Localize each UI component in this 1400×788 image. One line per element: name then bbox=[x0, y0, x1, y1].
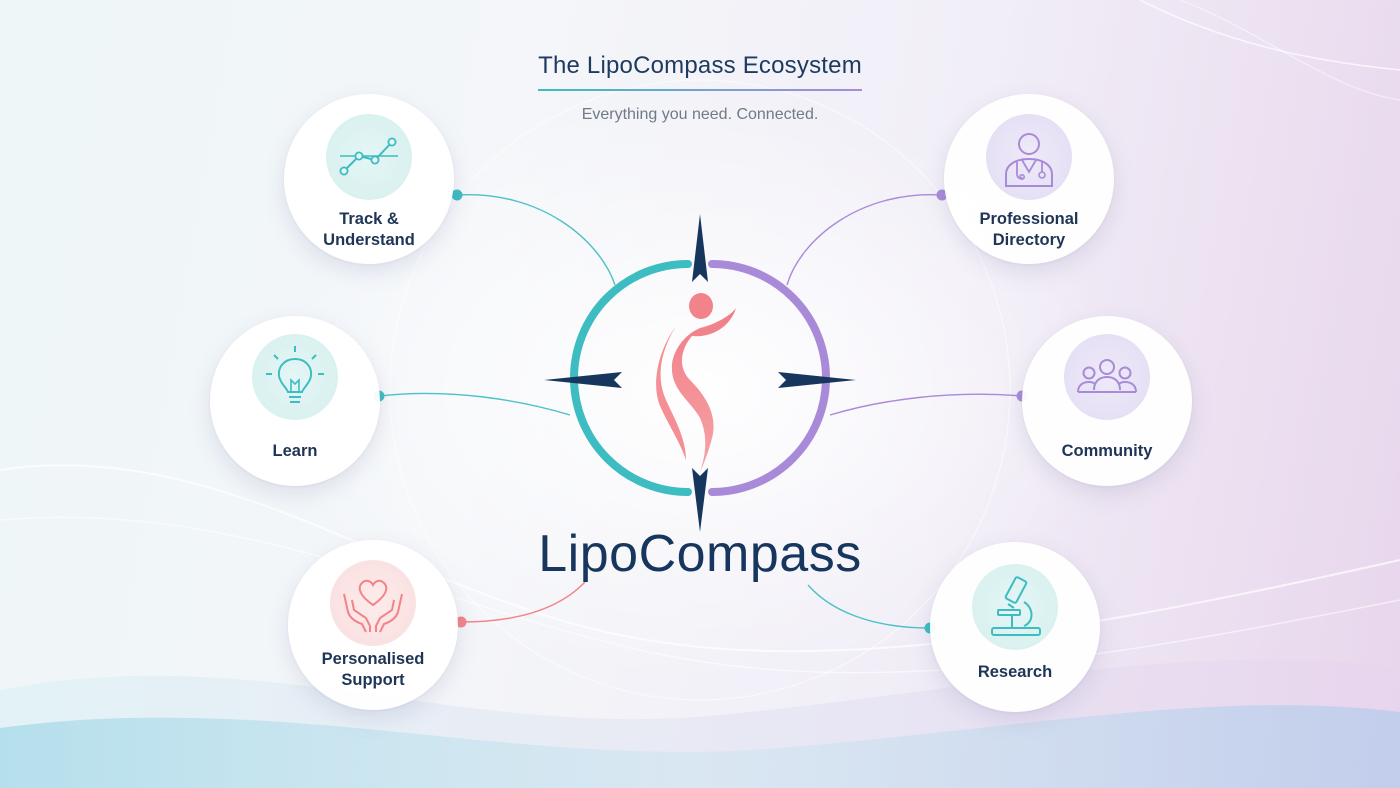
node-learn[interactable]: Learn bbox=[210, 316, 380, 486]
node-personalised-support[interactable]: Personalised Support bbox=[288, 540, 458, 710]
connector-community bbox=[829, 393, 1023, 416]
node-label: Research bbox=[938, 662, 1092, 683]
diagram-subtitle: Everything you need. Connected. bbox=[581, 106, 819, 123]
people-group-icon bbox=[1064, 334, 1150, 420]
node-label: Community bbox=[1030, 441, 1184, 462]
connector-dot-track bbox=[451, 189, 463, 201]
title-underline bbox=[538, 89, 862, 91]
connector-dot-support bbox=[455, 616, 467, 628]
node-professional-directory[interactable]: Professional Directory bbox=[944, 94, 1114, 264]
lightbulb-icon bbox=[252, 334, 338, 420]
brand-wordmark: LipoCompass bbox=[538, 525, 862, 583]
compass-point-south bbox=[692, 468, 708, 532]
diagram-title: The LipoCompass Ecosystem bbox=[538, 52, 862, 79]
node-label: Personalised Support bbox=[296, 649, 450, 691]
node-track-understand[interactable]: Track & Understand bbox=[284, 94, 454, 264]
doctor-icon bbox=[986, 114, 1072, 200]
connector-learn bbox=[378, 392, 571, 416]
node-label-line: Learn bbox=[272, 442, 318, 460]
line-chart-icon bbox=[326, 114, 412, 200]
compass-point-east bbox=[778, 372, 856, 388]
node-label-line: Directory bbox=[992, 231, 1066, 249]
connector-directory bbox=[786, 194, 943, 286]
figure-icon bbox=[656, 293, 736, 472]
node-label-line: Professional bbox=[979, 210, 1079, 228]
node-research[interactable]: Research bbox=[930, 542, 1100, 712]
connector-research bbox=[807, 584, 931, 629]
node-label-line: Understand bbox=[323, 231, 415, 249]
node-label-line: Community bbox=[1061, 442, 1153, 460]
node-label: Learn bbox=[218, 441, 372, 462]
node-label-line: Support bbox=[341, 671, 405, 689]
compass-logo bbox=[544, 214, 856, 532]
node-label-line: Track & bbox=[339, 210, 399, 228]
connector-support bbox=[460, 581, 586, 623]
node-community[interactable]: Community bbox=[1022, 316, 1192, 486]
connector-track bbox=[456, 194, 616, 286]
hands-heart-icon bbox=[330, 560, 416, 646]
node-label-line: Personalised bbox=[321, 650, 425, 668]
microscope-icon bbox=[972, 564, 1058, 650]
compass-point-north bbox=[692, 214, 708, 282]
node-label: Track & Understand bbox=[292, 209, 446, 251]
compass-point-west bbox=[544, 372, 622, 388]
node-label: Professional Directory bbox=[952, 209, 1106, 251]
node-label-line: Research bbox=[977, 663, 1053, 681]
